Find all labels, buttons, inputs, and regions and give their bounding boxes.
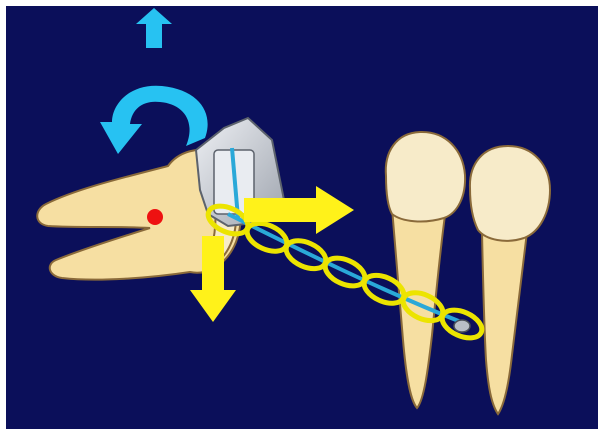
chain-end-hook xyxy=(454,320,470,332)
canine-crown xyxy=(470,146,550,241)
premolar-crown xyxy=(386,132,465,222)
center-of-resistance-dot xyxy=(147,209,163,225)
